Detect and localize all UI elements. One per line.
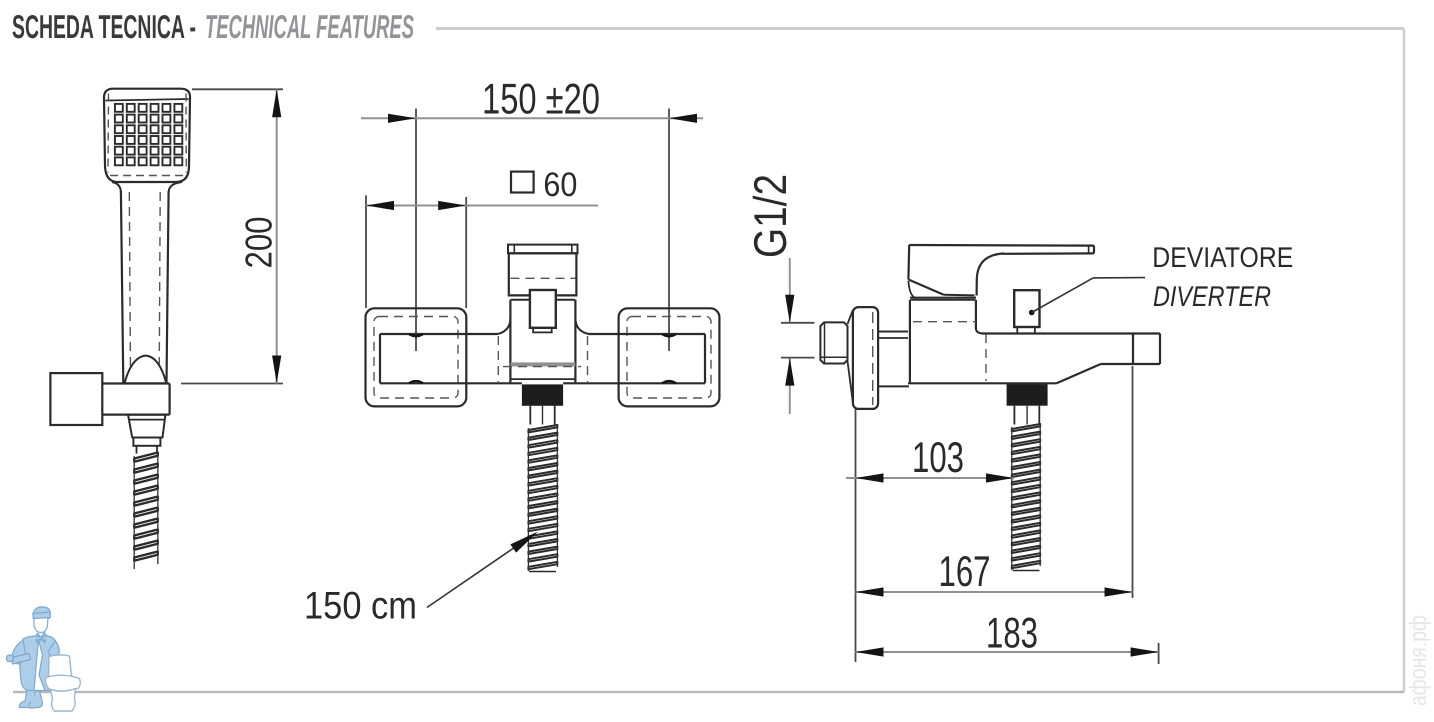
svg-text:DEVIATORE: DEVIATORE <box>1152 242 1293 274</box>
svg-text:G1/2: G1/2 <box>744 174 796 258</box>
svg-text:150 ±20: 150 ±20 <box>482 76 600 124</box>
svg-text:103: 103 <box>912 434 964 482</box>
svg-text:200: 200 <box>238 217 280 269</box>
svg-text:60: 60 <box>543 166 577 204</box>
svg-text:афоня.рф: афоня.рф <box>1405 615 1432 706</box>
svg-text:SCHEDA TECNICA -: SCHEDA TECNICA - <box>12 8 196 45</box>
svg-text:150 cm: 150 cm <box>304 585 417 628</box>
svg-text:167: 167 <box>939 548 991 596</box>
svg-text:183: 183 <box>986 610 1038 658</box>
svg-text:TECHNICAL FEATURES: TECHNICAL FEATURES <box>205 8 414 45</box>
svg-text:DIVERTER: DIVERTER <box>1153 281 1271 313</box>
